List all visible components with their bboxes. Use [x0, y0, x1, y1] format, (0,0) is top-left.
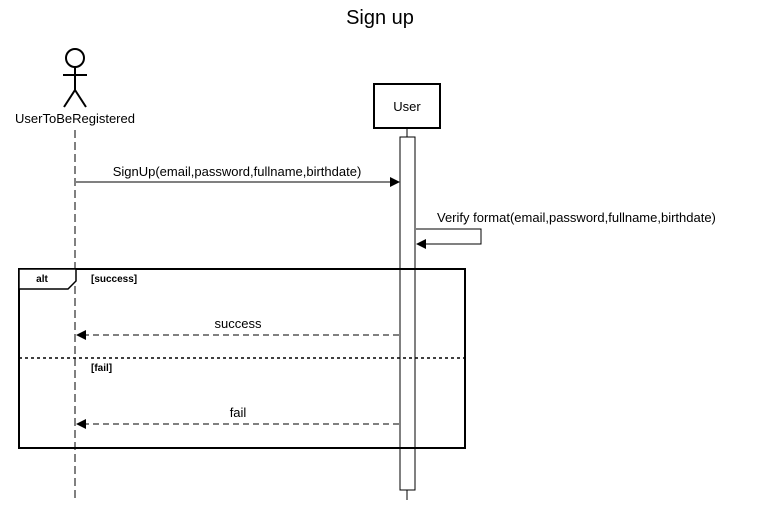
participant-box	[373, 83, 441, 129]
verify-self-message-arrow	[416, 228, 482, 249]
guard-fail-label: [fail]	[91, 363, 112, 374]
signup-message-label: SignUp(email,password,fullname,birthdate…	[113, 164, 362, 179]
guard-success-label: [success]	[91, 274, 137, 285]
alt-operator-tab	[18, 268, 77, 290]
actor-label: UserToBeRegistered	[15, 111, 135, 126]
actor-figure-icon	[63, 48, 87, 108]
diagram-title: Sign up	[346, 7, 414, 29]
participant-label: User	[393, 99, 421, 114]
activation-bar	[399, 136, 416, 491]
alt-operator-label: alt	[36, 274, 48, 285]
verify-message-label: Verify format(email,password,fullname,bi…	[437, 210, 716, 225]
fail-return-label: fail	[230, 405, 247, 420]
success-return-label: success	[215, 316, 262, 331]
